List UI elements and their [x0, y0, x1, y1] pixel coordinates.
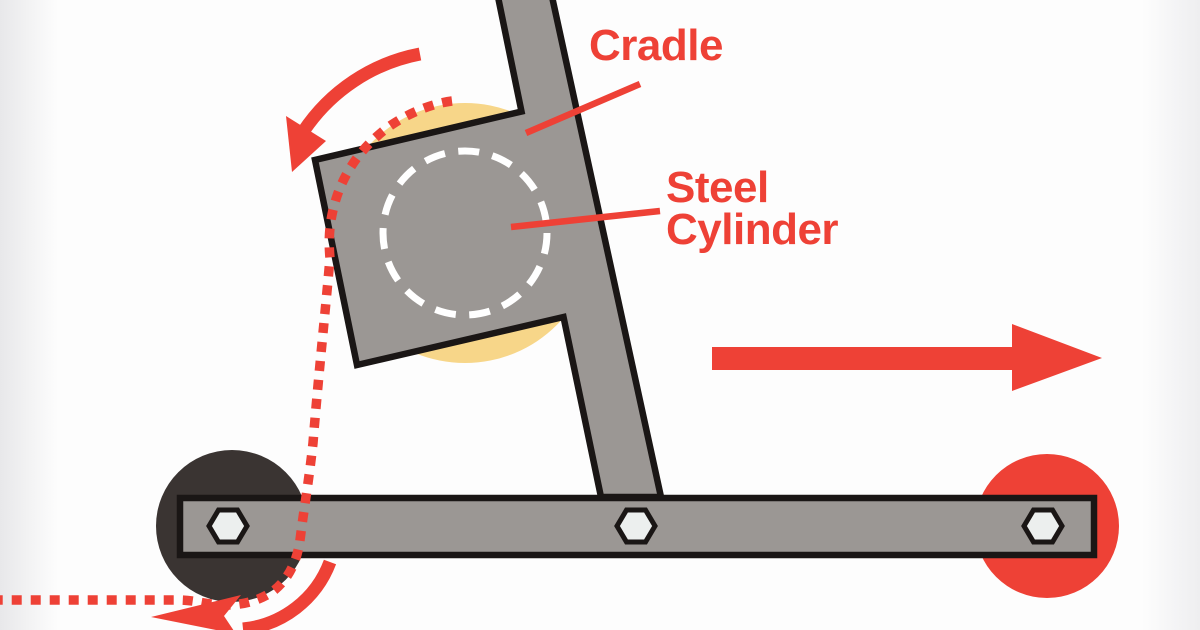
roll-arrow-head: [151, 595, 241, 630]
rotation-arrow-icon: [286, 47, 422, 172]
direction-arrow-icon: [712, 324, 1102, 391]
hex-bolt-right: [1021, 507, 1065, 545]
hex-bolt-middle: [614, 507, 658, 545]
cradle-leader-line: [524, 81, 642, 136]
steel-cylinder-leader-line: [510, 207, 661, 231]
roll-arrow-arc: [242, 559, 337, 630]
hex-bolt-left: [206, 507, 250, 545]
cradle-label: Cradle: [589, 21, 723, 70]
steel-cylinder-label: Steel Cylinder: [666, 163, 839, 254]
rotation-arrow-head: [286, 116, 326, 172]
steel-cylinder-label-line1: Steel: [666, 163, 769, 212]
roll-arrow-icon: [151, 559, 337, 630]
rolling-path-dotted: [0, 96, 453, 610]
rotation-arrow-arc: [297, 47, 422, 136]
steel-cylinder-label-line2: Cylinder: [666, 205, 839, 254]
steel-cylinder-outline: [379, 147, 551, 319]
cradle-arm-frame: [311, 0, 666, 501]
